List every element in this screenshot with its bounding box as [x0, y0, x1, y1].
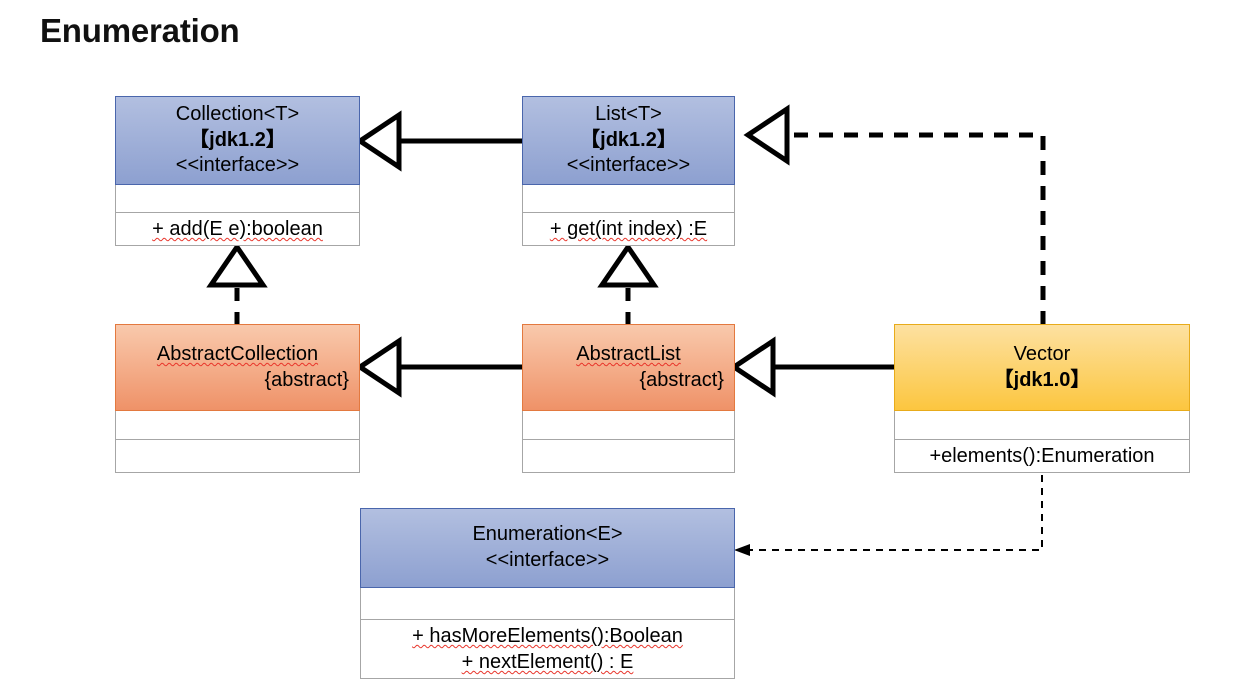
class-attributes-enumeration [360, 588, 735, 620]
class-version-list: 【jdk1.2】 [580, 128, 677, 151]
relationship-vector-to-list [743, 104, 1046, 325]
class-methods-collection: + add(E e):boolean [115, 213, 360, 246]
method-vector-elements: +elements():Enumeration [929, 445, 1155, 467]
class-name-vector: Vector [1013, 342, 1071, 365]
class-modifier-abstract-list: {abstract} [639, 368, 724, 391]
class-name-abstract-collection: AbstractCollection [156, 342, 319, 365]
class-header-list: List<T> 【jdk1.2】 <<interface>> [522, 96, 735, 185]
class-name-collection: Collection<T> [175, 103, 300, 126]
class-methods-enumeration: + hasMoreElements():Boolean + nextElemen… [360, 620, 735, 679]
class-modifier-abstract-collection: {abstract} [264, 368, 349, 391]
class-attributes-collection [115, 185, 360, 213]
relationship-vector-to-abstractlist [729, 336, 894, 398]
relationship-vector-to-enumeration [734, 475, 1043, 556]
class-methods-abstract-list [522, 440, 735, 473]
class-box-enumeration[interactable]: Enumeration<E> <<interface>> + hasMoreEl… [360, 508, 735, 679]
class-name-list: List<T> [595, 103, 662, 126]
relationship-abstractlist-to-list [597, 242, 659, 325]
class-header-enumeration: Enumeration<E> <<interface>> [360, 508, 735, 588]
class-attributes-list [522, 185, 735, 213]
class-name-enumeration: Enumeration<E> [472, 523, 623, 546]
class-stereotype-list: <<interface>> [566, 154, 691, 177]
class-header-abstract-list: AbstractList {abstract} [522, 324, 735, 411]
page-title: Enumeration [40, 12, 240, 49]
class-header-vector: Vector 【jdk1.0】 [894, 324, 1190, 411]
relationship-abstractcollection-to-collection [206, 242, 268, 325]
class-box-abstract-list[interactable]: AbstractList {abstract} [522, 324, 735, 473]
class-box-vector[interactable]: Vector 【jdk1.0】 +elements():Enumeration [894, 324, 1190, 473]
class-box-collection[interactable]: Collection<T> 【jdk1.2】 <<interface>> + a… [115, 96, 360, 246]
class-stereotype-collection: <<interface>> [175, 154, 300, 177]
class-box-list[interactable]: List<T> 【jdk1.2】 <<interface>> + get(int… [522, 96, 735, 246]
class-methods-vector: +elements():Enumeration [894, 440, 1190, 473]
method-enumeration-next-element: + nextElement() : E [461, 651, 634, 673]
relationship-abstractlist-to-abstractcollection [355, 336, 522, 398]
class-attributes-vector [894, 411, 1190, 440]
class-version-vector: 【jdk1.0】 [993, 368, 1091, 391]
class-version-collection: 【jdk1.2】 [189, 128, 286, 151]
class-header-abstract-collection: AbstractCollection {abstract} [115, 324, 360, 411]
class-attributes-abstract-collection [115, 411, 360, 440]
class-attributes-abstract-list [522, 411, 735, 440]
class-stereotype-enumeration: <<interface>> [485, 549, 610, 571]
method-list-get: + get(int index) :E [549, 218, 708, 240]
class-methods-list: + get(int index) :E [522, 213, 735, 246]
relationship-list-to-collection [355, 110, 522, 172]
class-methods-abstract-collection [115, 440, 360, 473]
class-name-abstract-list: AbstractList [576, 342, 681, 365]
method-enumeration-has-more-elements: + hasMoreElements():Boolean [412, 625, 683, 647]
method-collection-add: + add(E e):boolean [152, 218, 323, 240]
class-header-collection: Collection<T> 【jdk1.2】 <<interface>> [115, 96, 360, 185]
class-box-abstract-collection[interactable]: AbstractCollection {abstract} [115, 324, 360, 473]
